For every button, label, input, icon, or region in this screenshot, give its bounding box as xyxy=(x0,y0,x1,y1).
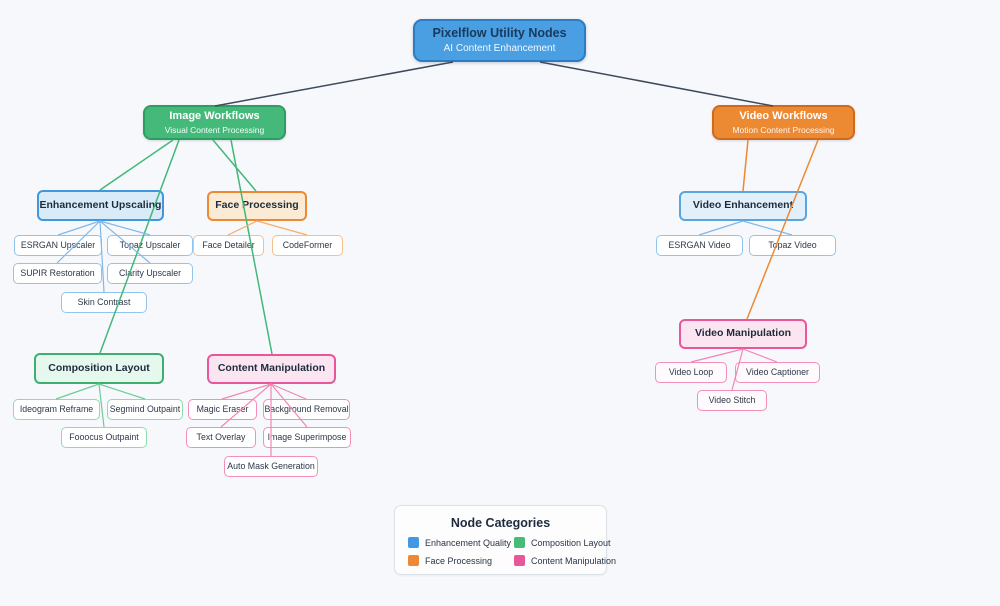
legend-item-label: Enhancement Quality xyxy=(425,537,512,548)
node-title: Topaz Upscaler xyxy=(119,240,181,250)
node-supir-restoration: SUPIR Restoration xyxy=(13,263,102,284)
node-esrgan-upscaler: ESRGAN Upscaler xyxy=(14,235,102,256)
node-root: Pixelflow Utility Nodes AI Content Enhanc… xyxy=(413,19,586,62)
node-face-detailer: Face Detailer xyxy=(193,235,264,256)
node-subtitle: Motion Content Processing xyxy=(732,124,835,135)
node-title: Video Loop xyxy=(668,367,714,377)
node-title: Video Stitch xyxy=(708,395,756,405)
node-video-enhancement: Video Enhancement xyxy=(679,191,807,221)
node-video-captioner: Video Captioner xyxy=(735,362,820,383)
node-topaz-upscaler: Topaz Upscaler xyxy=(107,235,193,256)
node-auto-mask-generation: Auto Mask Generation xyxy=(224,456,318,477)
node-segmind-outpaint: Segmind Outpaint xyxy=(107,399,183,420)
node-title: Auto Mask Generation xyxy=(227,461,315,471)
node-title: Background Removal xyxy=(264,404,349,414)
node-enhancement-upscaling: Enhancement Upscaling xyxy=(37,190,164,221)
node-title: Video Enhancement xyxy=(692,199,794,212)
node-title: Face Detailer xyxy=(202,240,255,250)
node-esrgan-video: ESRGAN Video xyxy=(656,235,743,256)
legend-swatch-icon xyxy=(514,537,525,548)
node-title: Segmind Outpaint xyxy=(109,404,181,414)
legend-item-label: Composition Layout xyxy=(531,537,611,548)
node-video-manipulation: Video Manipulation xyxy=(679,319,807,349)
node-codeformer: CodeFormer xyxy=(272,235,343,256)
node-title: CodeFormer xyxy=(282,240,333,250)
legend: Node Categories Enhancement Quality Compo… xyxy=(394,505,616,575)
node-text-overlay: Text Overlay xyxy=(186,427,256,448)
node-title: SUPIR Restoration xyxy=(20,268,95,278)
node-title: Content Manipulation xyxy=(217,362,326,375)
node-topaz-video: Topaz Video xyxy=(749,235,836,256)
node-title: ESRGAN Upscaler xyxy=(20,240,96,250)
node-subtitle: AI Content Enhancement xyxy=(443,42,556,54)
legend-item: Face Processing xyxy=(408,555,512,566)
node-title: Topaz Video xyxy=(768,240,817,250)
legend-item-label: Content Manipulation xyxy=(531,555,617,566)
node-title: Video Workflows xyxy=(739,109,828,122)
node-image-superimpose: Image Superimpose xyxy=(263,427,351,448)
node-face-processing: Face Processing xyxy=(207,191,307,221)
legend-item: Composition Layout xyxy=(514,537,616,548)
node-title: Composition Layout xyxy=(48,361,150,374)
node-magic-eraser: Magic Eraser xyxy=(188,399,257,420)
node-video-stitch: Video Stitch xyxy=(697,390,767,411)
node-title: Skin Contrast xyxy=(77,297,131,307)
legend-title: Node Categories xyxy=(450,516,551,530)
node-clarity-upscaler: Clarity Upscaler xyxy=(107,263,193,284)
node-title: Enhancement Upscaling xyxy=(39,198,162,211)
node-title: Image Superimpose xyxy=(267,432,347,442)
node-title: Video Manipulation xyxy=(694,327,792,340)
node-skin-contrast: Skin Contrast xyxy=(61,292,147,313)
node-title: ESRGAN Video xyxy=(668,240,731,250)
node-composition-layout: Composition Layout xyxy=(34,353,164,384)
legend-item: Enhancement Quality xyxy=(408,537,512,548)
legend-item: Content Manipulation xyxy=(514,555,616,566)
node-title: Video Captioner xyxy=(746,367,809,377)
legend-swatch-icon xyxy=(514,555,525,566)
legend-swatch-icon xyxy=(408,537,419,548)
node-title: Fooocus Outpaint xyxy=(69,432,139,442)
node-title: Pixelflow Utility Nodes xyxy=(432,25,567,40)
legend-swatch-icon xyxy=(408,555,419,566)
node-subtitle: Visual Content Processing xyxy=(164,124,265,135)
node-title: Text Overlay xyxy=(196,432,246,442)
node-background-removal: Background Removal xyxy=(263,399,350,420)
legend-item-label: Face Processing xyxy=(425,555,493,566)
node-title: Ideogram Reframe xyxy=(19,404,94,414)
node-fooocus-outpaint: Fooocus Outpaint xyxy=(61,427,147,448)
node-ideogram-reframe: Ideogram Reframe xyxy=(13,399,100,420)
node-title: Magic Eraser xyxy=(196,404,249,414)
node-title: Image Workflows xyxy=(169,109,260,122)
node-content-manipulation: Content Manipulation xyxy=(207,354,336,384)
node-title: Face Processing xyxy=(215,199,299,212)
node-video-loop: Video Loop xyxy=(655,362,727,383)
node-title: Clarity Upscaler xyxy=(118,268,182,278)
